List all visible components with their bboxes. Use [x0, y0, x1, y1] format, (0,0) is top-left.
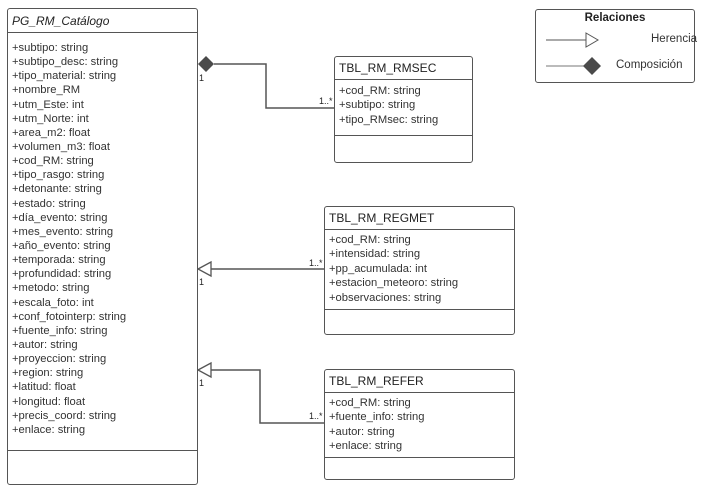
- attribute-row: +año_evento: string: [12, 239, 111, 252]
- attribute-row: +escala_foto: int: [12, 296, 94, 309]
- attribute-row: +pp_acumulada: int: [329, 262, 427, 275]
- attribute-row: +estacion_meteoro: string: [329, 277, 459, 290]
- multiplicity-target-regmet: 1..*: [309, 258, 323, 268]
- class-title: TBL_RM_REGMET: [325, 207, 514, 230]
- attribute-row: +enlace: string: [12, 423, 86, 436]
- operations-compartment: [335, 134, 472, 162]
- attribute-row: +tipo_rasgo: string: [12, 169, 105, 182]
- class-pg-rm-catalogo[interactable]: PG_RM_Catálogo +subtipo: string +subtipo_…: [7, 8, 198, 485]
- attribute-list: +cod_RM: string +subtipo: string+tipo_RMs…: [335, 80, 472, 136]
- legend-diamond-icon: [583, 57, 601, 75]
- attribute-row: +detonante: string: [12, 183, 102, 196]
- composition-link-rmsec[interactable]: [198, 56, 334, 109]
- attribute-row: +tipo_RMsec: string: [339, 113, 439, 126]
- operations-compartment: [8, 449, 197, 484]
- inheritance-triangle-icon: [196, 260, 212, 278]
- legend-label-herencia: Herencia: [651, 33, 698, 45]
- attribute-row: +cod_RM: string: [329, 397, 411, 409]
- attribute-row: +conf_fotointerp: string: [12, 310, 127, 323]
- composition-diamond-icon: [198, 56, 214, 72]
- class-tbl-rm-refer[interactable]: TBL_RM_REFER +cod_RM: string +fuente_info…: [324, 369, 515, 480]
- inheritance-link-regmet[interactable]: [196, 260, 324, 278]
- attribute-row: +cod_RM: string: [339, 85, 421, 97]
- attribute-row: +observaciones: string: [329, 291, 442, 304]
- operations-compartment: [325, 308, 514, 334]
- attribute-row: +mes_evento: string: [12, 225, 114, 238]
- multiplicity-source-rmsec: 1: [199, 73, 205, 83]
- multiplicity-source-regmet: 1: [199, 277, 205, 287]
- attribute-row: +subtipo: string: [339, 99, 416, 112]
- legend: Relaciones Herencia Composición: [535, 9, 698, 83]
- class-title: TBL_RM_REFER: [325, 370, 514, 393]
- class-title: PG_RM_Catálogo: [8, 9, 197, 33]
- legend-triangle-icon: [585, 32, 599, 48]
- inheritance-link-refer[interactable]: [196, 361, 324, 424]
- attribute-row: +area_m2: float: [12, 126, 91, 139]
- attribute-row: +día_evento: string: [12, 211, 108, 224]
- attribute-row: +utm_Este: int: [12, 98, 84, 111]
- attribute-row: +autor: string: [12, 338, 78, 351]
- attribute-row: +proyeccion: string: [12, 353, 107, 366]
- attribute-row: +precis_coord: string: [12, 409, 117, 422]
- attribute-row: +longitud: float: [12, 395, 86, 408]
- attribute-row: +tipo_material: string: [12, 70, 117, 83]
- multiplicity-target-refer: 1..*: [309, 411, 323, 421]
- attribute-row: +intensidad: string: [329, 248, 421, 261]
- legend-composicion-symbol: [546, 57, 601, 75]
- multiplicity-source-refer: 1: [199, 378, 205, 388]
- attribute-row: +estado: string: [12, 197, 86, 210]
- attribute-row: +fuente_info: string: [329, 411, 425, 424]
- attribute-row: +utm_Norte: int: [12, 112, 89, 125]
- attribute-row: +enlace: string: [329, 440, 403, 453]
- attribute-row: +nombre_RM: [12, 84, 81, 97]
- class-tbl-rm-regmet[interactable]: TBL_RM_REGMET +cod_RM: string +intensidad…: [324, 206, 515, 335]
- attribute-list: +cod_RM: string +fuente_info: string+auto…: [325, 393, 514, 458]
- attribute-row: +cod_RM: string: [329, 234, 411, 246]
- inheritance-triangle-icon: [196, 361, 212, 379]
- attribute-row: +volumen_m3: float: [12, 140, 110, 153]
- attribute-list: +cod_RM: string +intensidad: string+pp_ac…: [325, 230, 514, 310]
- attribute-row: +fuente_info: string: [12, 324, 108, 337]
- attribute-row: +autor: string: [329, 425, 395, 438]
- attribute-row: +profundidad: string: [12, 268, 112, 281]
- legend-title: Relaciones: [584, 12, 646, 24]
- attribute-list: +subtipo: string+subtipo_desc: string+ti…: [8, 33, 197, 451]
- operations-compartment: [325, 456, 514, 479]
- legend-herencia-symbol: [546, 32, 599, 48]
- attribute-row: +region: string: [12, 367, 84, 380]
- multiplicity-target-rmsec: 1..*: [319, 96, 333, 106]
- attribute-row: +cod_RM: string: [12, 155, 94, 168]
- class-title: TBL_RM_RMSEC: [335, 57, 472, 80]
- attribute-row: +latitud: float: [12, 381, 76, 394]
- attribute-row: +subtipo_desc: string: [12, 56, 119, 69]
- legend-label-composicion: Composición: [616, 59, 683, 71]
- class-tbl-rm-rmsec[interactable]: TBL_RM_RMSEC +cod_RM: string +subtipo: st…: [334, 56, 473, 163]
- attribute-row: +temporada: string: [12, 254, 106, 267]
- attribute-row: +metodo: string: [12, 282, 90, 295]
- attribute-row: +subtipo: string: [12, 42, 89, 54]
